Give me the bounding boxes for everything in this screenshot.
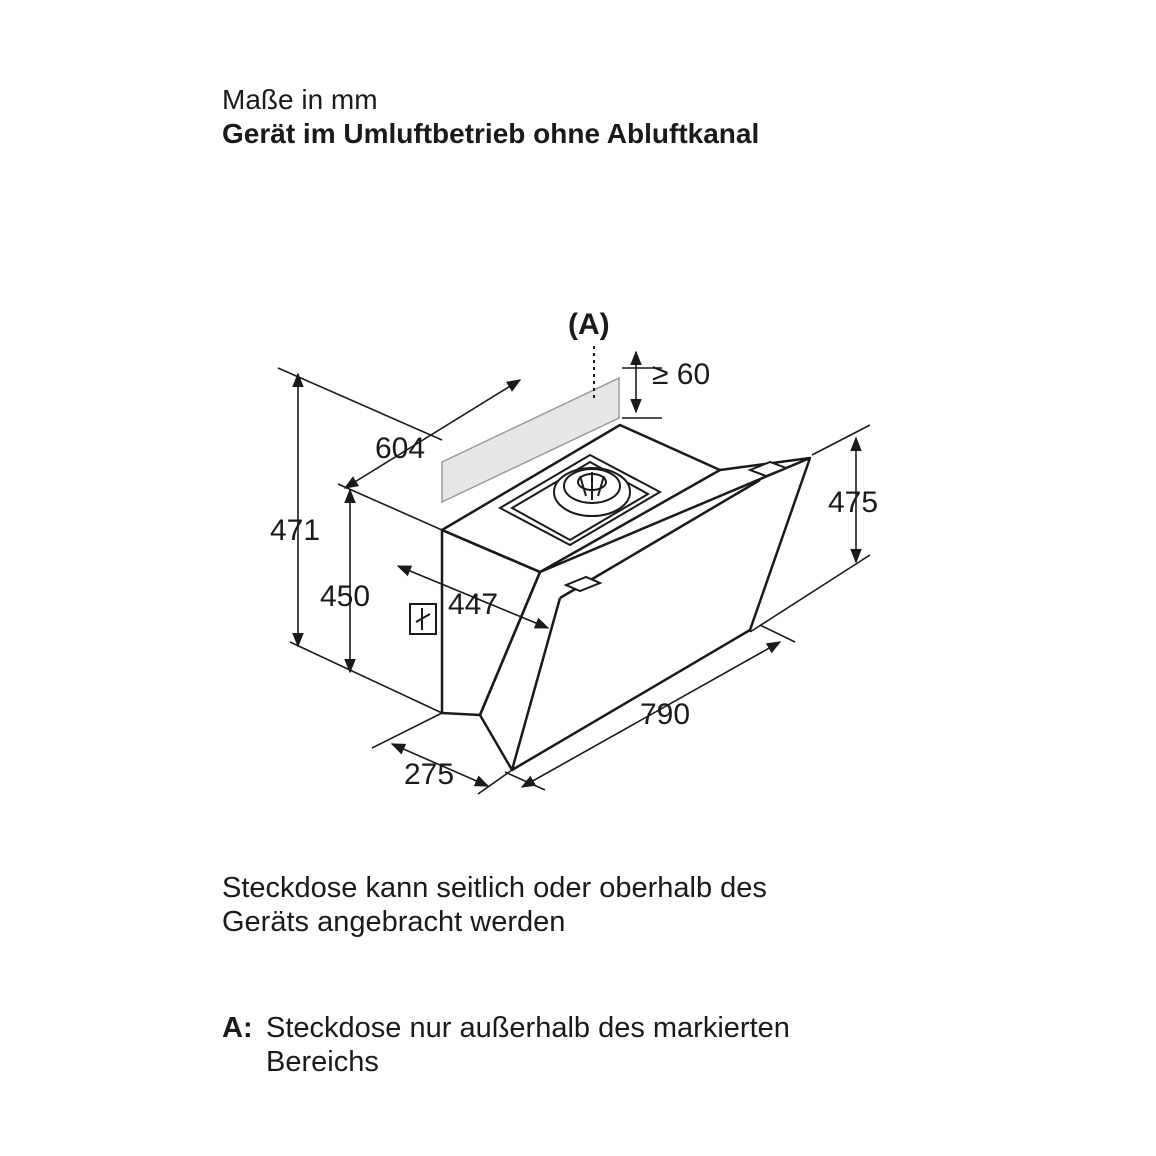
mounting-brackets [563, 460, 789, 593]
dim-width: 604 [375, 432, 425, 465]
dim-top-depth: 447 [448, 588, 498, 621]
units-caption: Maße in mm [222, 84, 378, 115]
dim-diagonal-length: 790 [640, 698, 690, 731]
drawing-sheet [216, 0, 940, 1156]
legend-line-2: Bereichs [266, 1046, 379, 1078]
dimension-lines [277, 350, 871, 795]
hood-body [440, 423, 812, 772]
dim-total-height: 471 [270, 514, 320, 547]
operation-mode-title: Gerät im Umluftbetrieb ohne Abluftkanal [222, 118, 760, 149]
socket-symbol [409, 603, 437, 635]
legend-key: A: [222, 1012, 253, 1044]
socket-note-line-1: Steckdose kann seitlich oder oberhalb de… [222, 872, 767, 904]
dim-clearance: ≥ 60 [652, 358, 710, 391]
dim-bottom-depth: 275 [404, 758, 454, 791]
fan-unit [497, 453, 663, 547]
legend-line-1: Steckdose nur außerhalb des markierten [266, 1012, 790, 1044]
dim-glass-height: 475 [828, 486, 878, 519]
dim-body-height: 450 [320, 580, 370, 613]
socket-note-line-2: Geräts angebracht werden [222, 906, 566, 938]
zone-label: (A) [568, 308, 610, 341]
